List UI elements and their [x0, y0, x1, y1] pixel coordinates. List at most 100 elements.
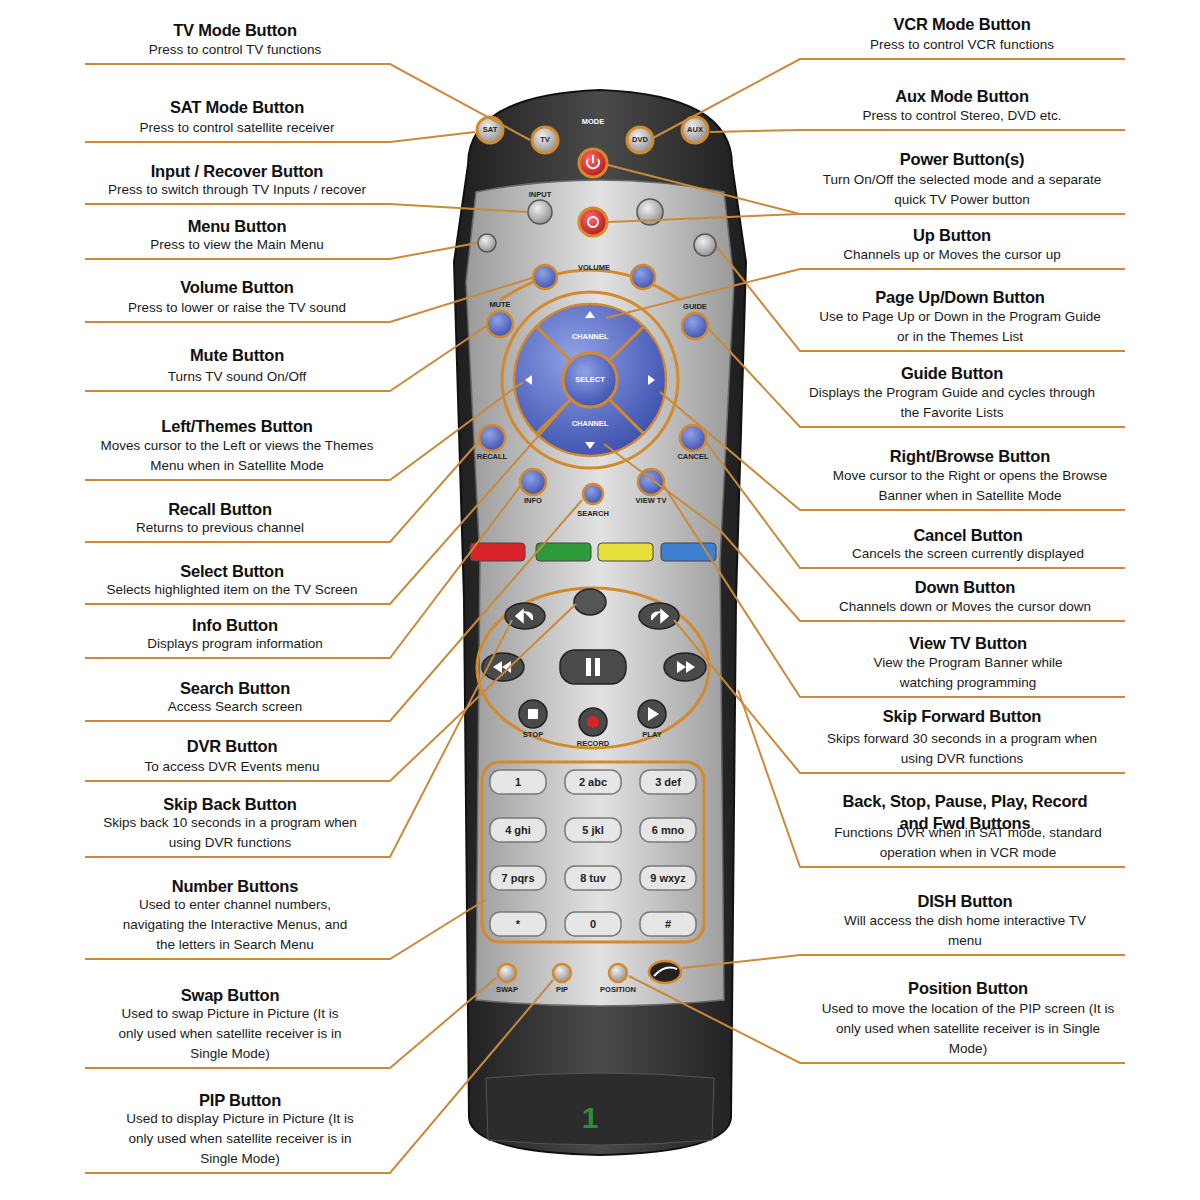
- key: [565, 818, 621, 842]
- button-label: SELECT: [555, 375, 625, 385]
- stop-symbol: [528, 709, 538, 719]
- button-label: STOP: [498, 730, 568, 740]
- leader-line: [674, 620, 1125, 773]
- key-label: #: [640, 917, 696, 931]
- leader-line: [85, 620, 512, 857]
- callout-title: Menu Button: [72, 215, 402, 237]
- leader-line: [629, 976, 1125, 1063]
- callout-text: Used to enter channel numbers, navigatin…: [115, 895, 355, 955]
- key: [490, 912, 546, 936]
- key: [640, 912, 696, 936]
- callout-title: Info Button: [70, 614, 400, 636]
- callout-text: Skips back 10 seconds in a program when …: [100, 813, 360, 853]
- callout-title: Input / Recover Button: [72, 160, 402, 182]
- callout-title: Up Button: [787, 224, 1117, 246]
- key: [565, 770, 621, 794]
- number-keys: [490, 770, 696, 936]
- leader-line: [710, 130, 1125, 132]
- face-panel: [466, 180, 734, 1006]
- input-button: [528, 200, 552, 224]
- callout-text: Selects highlighted item on the TV Scree…: [77, 580, 387, 600]
- callout-text: Moves cursor to the Left or views the Th…: [97, 436, 377, 476]
- search-button: [583, 484, 603, 504]
- arrow-right: [648, 375, 655, 385]
- arrow-left: [525, 375, 532, 385]
- button-label: RECALL: [457, 452, 527, 462]
- power-buttons: [579, 149, 607, 236]
- skip-back-symbol: [516, 610, 532, 622]
- callout-title: Number Buttons: [70, 875, 400, 897]
- callout-title: Search Button: [70, 677, 400, 699]
- callout-title: SAT Mode Button: [72, 96, 402, 118]
- swap-button: [498, 964, 516, 982]
- callout-title: Skip Back Button: [65, 793, 395, 815]
- callout-text: Press to control Stereo, DVD etc.: [807, 106, 1117, 126]
- leader-line: [608, 165, 1125, 214]
- key-label: 8 tuv: [565, 871, 621, 885]
- button-label: CHANNEL: [555, 419, 625, 429]
- button-label: DVD: [605, 135, 675, 145]
- leader-line: [653, 59, 1125, 138]
- button-label: SAT: [455, 125, 525, 135]
- play-symbol: [648, 707, 659, 721]
- callout-title: Power Button(s): [797, 148, 1127, 170]
- callout-text: Displays program information: [80, 634, 390, 654]
- callout-title: Skip Forward Button: [797, 705, 1127, 727]
- key-label: 9 wxyz: [640, 871, 696, 885]
- key: [640, 770, 696, 794]
- cancel-button: [680, 425, 706, 451]
- skip-back-button: [505, 603, 545, 629]
- dish-button: [649, 961, 681, 983]
- callout-text: Displays the Program Guide and cycles th…: [807, 383, 1097, 423]
- button-label: CHANNEL: [555, 332, 625, 342]
- callout-text: Press to view the Main Menu: [82, 235, 392, 255]
- callout-title: Aux Mode Button: [797, 85, 1127, 107]
- transport-ring: [477, 588, 709, 748]
- bottom-buttons: [498, 961, 681, 983]
- remote-housing: [454, 90, 746, 1155]
- bottom-panel: [486, 1073, 714, 1145]
- callout-text: Channels down or Moves the cursor down: [810, 597, 1120, 617]
- record-symbol: [587, 716, 599, 728]
- leader-line: [604, 444, 1125, 621]
- button-label: RECORD: [558, 739, 628, 749]
- callout-text: Used to swap Picture in Picture (It is o…: [118, 1004, 343, 1064]
- callout-title: Guide Button: [787, 362, 1117, 384]
- recall-button: [479, 425, 505, 451]
- rewind-symbol: [493, 661, 511, 673]
- callout-title: Recall Button: [55, 498, 385, 520]
- mute-button: [487, 311, 513, 337]
- button-label: CANCEL: [658, 452, 728, 462]
- stop-button: [519, 700, 547, 728]
- key-label: 7 pqrs: [490, 871, 546, 885]
- dpad-ring: [502, 292, 678, 468]
- color-buttons: [470, 543, 716, 561]
- leader-line: [85, 980, 553, 1173]
- callout-text: Access Search screen: [80, 697, 390, 717]
- button-label: PIP: [527, 985, 597, 995]
- callout-text: Used to move the location of the PIP scr…: [818, 999, 1118, 1059]
- leader-line: [85, 204, 527, 212]
- callout-text: Channels up or Moves the cursor up: [797, 245, 1107, 265]
- callout-text: Functions DVR when in SAT mode, standard…: [808, 823, 1128, 863]
- key: [640, 818, 696, 842]
- red-button: [470, 543, 525, 561]
- callout-text: Press to control VCR functions: [807, 35, 1117, 55]
- keypad-ring: [482, 762, 704, 942]
- key: [565, 866, 621, 890]
- pause-button: [560, 650, 626, 684]
- callout-title: Down Button: [800, 576, 1130, 598]
- callout-text: View the Program Banner while watching p…: [853, 653, 1083, 693]
- callout-text: Cancels the screen currently displayed: [813, 544, 1123, 564]
- menu-button: [478, 234, 496, 252]
- leader-line: [85, 398, 572, 604]
- arrow-down: [585, 442, 595, 449]
- dvr-symbols: [493, 610, 695, 728]
- button-label: MUTE: [465, 300, 535, 310]
- key-label: 6 mno: [640, 823, 696, 837]
- callout-text: Skips forward 30 seconds in a program wh…: [817, 729, 1107, 769]
- callout-title: Position Button: [803, 977, 1133, 999]
- key-label: 5 jkl: [565, 823, 621, 837]
- callout-title: Left/Themes Button: [72, 415, 402, 437]
